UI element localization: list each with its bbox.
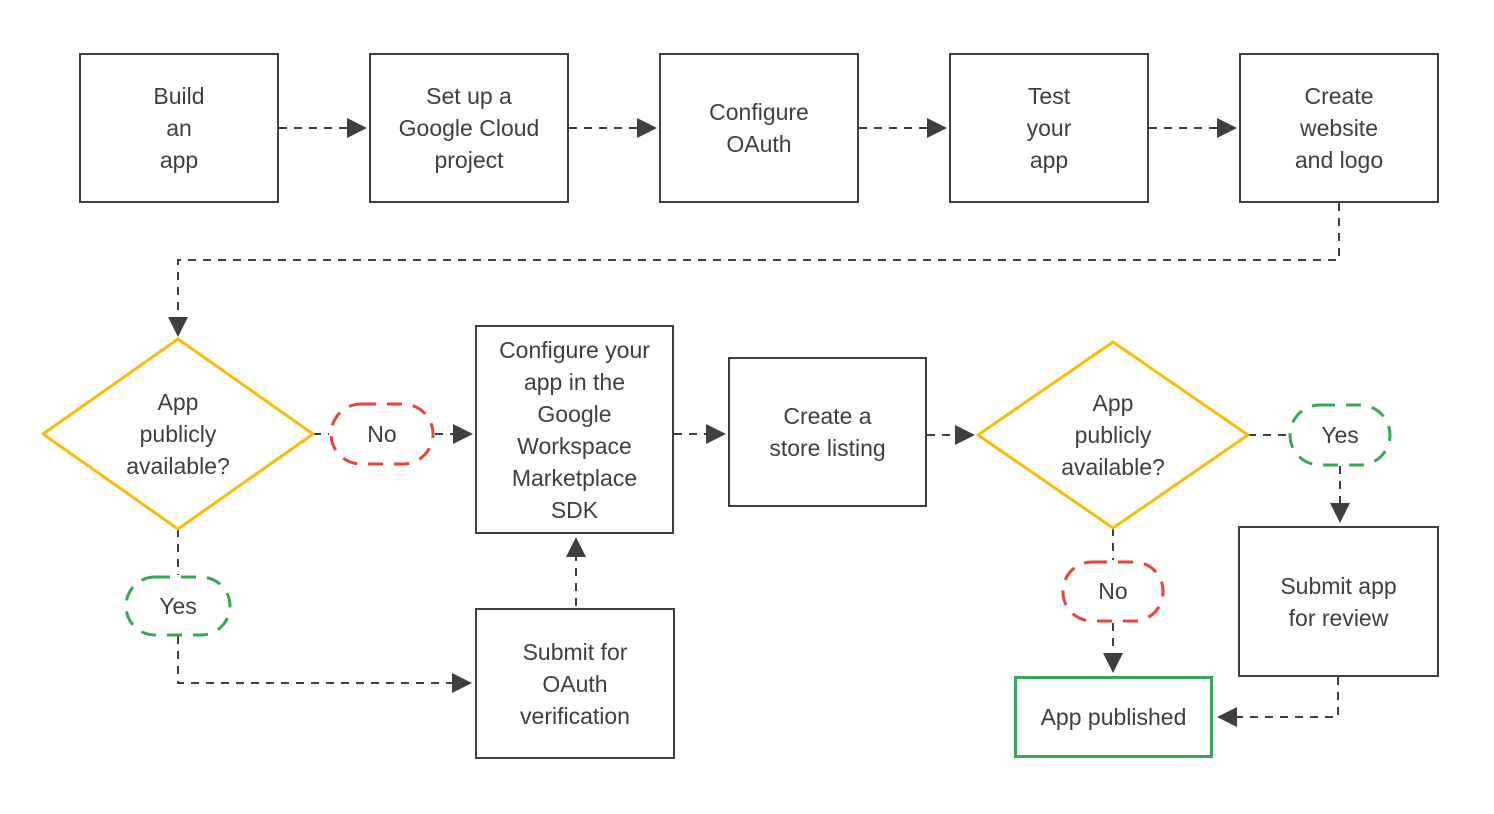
node-submit-app-for-review: Submit app for review xyxy=(1238,526,1439,677)
node-submit-app-for-review-label: Submit app for review xyxy=(1280,572,1397,631)
node-build-an-app: Build an app xyxy=(79,53,279,203)
node-create-store-listing: Create a store listing xyxy=(728,357,927,507)
node-test-your-app-label: Test your app xyxy=(1026,83,1072,173)
edge-website-to-decision1 xyxy=(168,203,1340,337)
decision2-no-badge-outline xyxy=(1061,560,1165,623)
node-test-your-app: Test your app xyxy=(949,53,1149,203)
node-create-website-and-logo-label: Create website and logo xyxy=(1294,83,1384,173)
decision1-yes-badge-outline xyxy=(124,575,232,637)
node-app-published-label: App published xyxy=(1040,704,1187,730)
edge-yes-badge-to-oauth-verification xyxy=(177,636,472,693)
edge-review-to-published xyxy=(1217,677,1339,727)
decision2-diamond xyxy=(976,340,1250,530)
node-configure-app-marketplace-sdk: Configure your app in the Google Workspa… xyxy=(475,325,674,534)
node-configure-oauth-label: Configure OAuth xyxy=(709,99,809,157)
decision1-no-badge-outline xyxy=(329,402,435,466)
node-app-published: App published xyxy=(1014,676,1213,758)
node-create-store-listing-label: Create a store listing xyxy=(769,403,886,461)
node-submit-oauth-verification-label: Submit for OAuth verification xyxy=(520,638,630,729)
node-configure-oauth: Configure OAuth xyxy=(659,53,859,203)
node-create-website-and-logo: Create website and logo xyxy=(1239,53,1439,203)
decision2-yes-badge-outline xyxy=(1288,403,1392,467)
node-build-an-app-label: Build an app xyxy=(153,83,205,173)
decision1-diamond xyxy=(41,337,315,531)
node-submit-oauth-verification: Submit for OAuth verification xyxy=(475,608,675,759)
node-setup-google-cloud-project-label: Set up a Google Cloud project xyxy=(398,83,540,173)
node-configure-app-marketplace-sdk-label: Configure your app in the Google Workspa… xyxy=(499,336,650,523)
node-setup-google-cloud-project: Set up a Google Cloud project xyxy=(369,53,569,203)
